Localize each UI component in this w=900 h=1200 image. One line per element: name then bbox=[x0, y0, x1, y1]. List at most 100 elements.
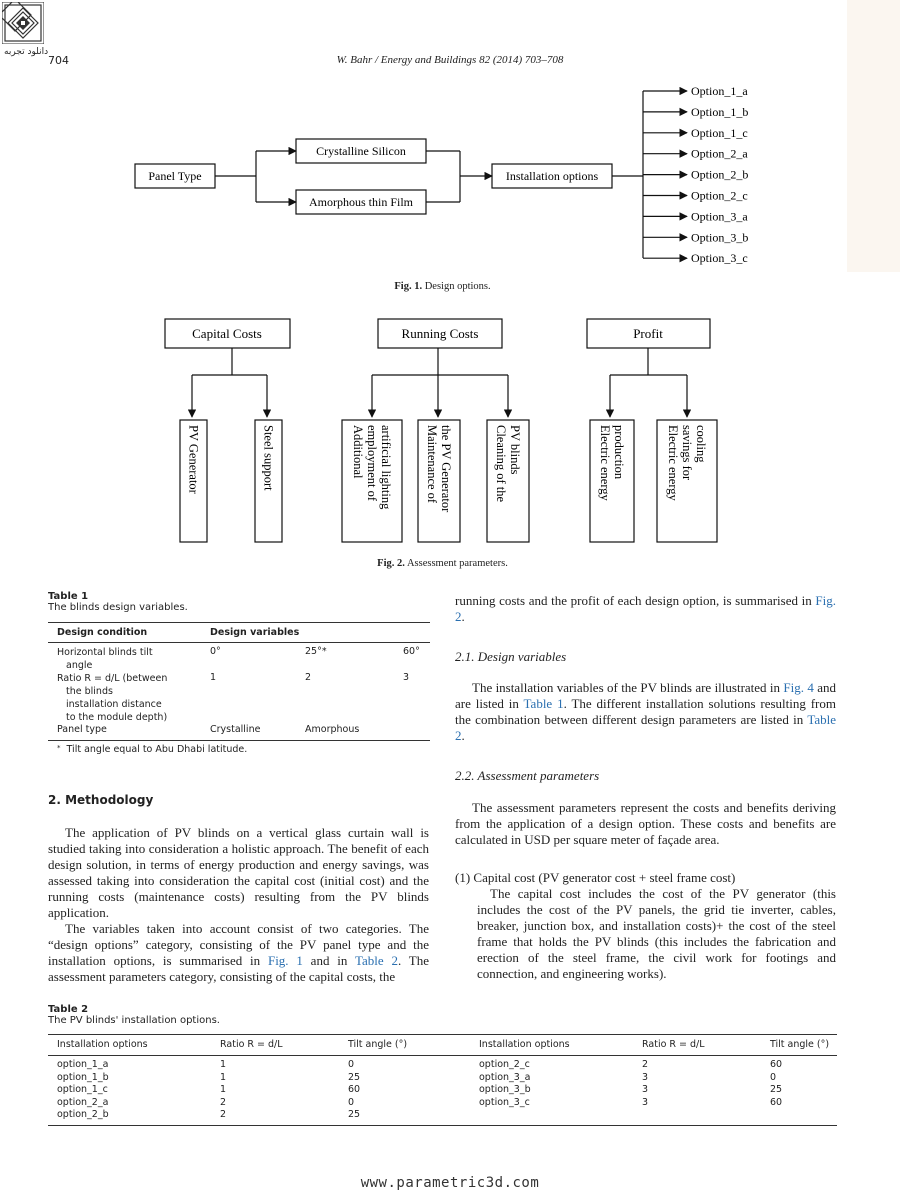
table-2-cell: 3 bbox=[642, 1096, 649, 1108]
amorphous-label: Amorphous thin Film bbox=[309, 195, 414, 209]
table-2-cell: 1 bbox=[220, 1084, 227, 1095]
assessment-paragraph: The assessment parameters represent the … bbox=[455, 800, 836, 847]
running-costs-label: Running Costs bbox=[402, 326, 479, 341]
figure-2-caption-text: Assessment parameters. bbox=[406, 558, 508, 569]
table-1-row-ratio-label-cont: to the module depth) bbox=[66, 712, 168, 723]
table-2-cell: option_2_b bbox=[57, 1109, 109, 1120]
table-2-cell: 0 bbox=[348, 1059, 355, 1070]
capital-cost-item-heading: (1) Capital cost (PV generator cost + st… bbox=[455, 870, 736, 885]
table-2-cell: 2 bbox=[220, 1109, 227, 1120]
table-1-row-ratio-label-cont: installation distance bbox=[66, 699, 162, 710]
leaf-label-line: the PV Generator bbox=[439, 425, 453, 513]
panel-type-box bbox=[134, 163, 216, 189]
leaf-label-line: employment of bbox=[365, 425, 379, 502]
table-2-cell: 25 bbox=[348, 1109, 361, 1120]
footer-url[interactable]: www.parametric3d.com bbox=[360, 1175, 540, 1191]
crystalline-label: Crystalline Silicon bbox=[316, 144, 406, 158]
option-arrows bbox=[643, 86, 688, 263]
methodology-paragraph-1: The application of PV blinds on a vertic… bbox=[48, 825, 429, 920]
table-1-top-rule bbox=[48, 622, 430, 623]
table-2-cell: 60 bbox=[348, 1084, 361, 1095]
table-2-cell: 3 bbox=[642, 1084, 649, 1095]
table-2-cell: option_1_a bbox=[57, 1059, 109, 1070]
leaf-label-line: Additional bbox=[351, 425, 365, 479]
table-2-cell: 2 bbox=[220, 1096, 227, 1108]
panel-type-label: Panel Type bbox=[148, 169, 201, 183]
option-label: Option_3_a bbox=[691, 209, 748, 223]
table-2-col-ratio-left: 1 1 1 2 2 bbox=[220, 1059, 226, 1122]
option-label: Option_1_c bbox=[691, 126, 748, 140]
table-2-cell: 25 bbox=[770, 1084, 783, 1095]
table-2-header-rule bbox=[48, 1055, 837, 1056]
table-2-cell: 1 bbox=[220, 1059, 227, 1070]
figure-1-caption-label: Fig. 1. bbox=[394, 281, 423, 292]
table-1-row-ratio-label: Ratio R = d/L (between bbox=[57, 673, 168, 684]
leaf-label-line: Steel support bbox=[262, 425, 276, 491]
option-label: Option_2_a bbox=[691, 147, 748, 161]
table-1-footnote: * Tilt angle equal to Abu Dhabi latitude… bbox=[57, 744, 248, 755]
paragraph-text: . bbox=[461, 609, 465, 624]
table-1-cell: 60° bbox=[403, 646, 420, 657]
option-label: Option_3_b bbox=[691, 230, 748, 244]
paragraph-text: and are listed in bbox=[455, 680, 837, 711]
fig-4-link[interactable]: Fig. 4 bbox=[783, 680, 814, 695]
paragraph-text: The installation variables of the PV bli… bbox=[472, 680, 784, 695]
table-2-link[interactable]: Table 2 bbox=[354, 953, 398, 968]
table-1-cell: 3 bbox=[403, 672, 410, 683]
option-label: Option_1_b bbox=[691, 105, 748, 119]
table-2-cell: option_2_a bbox=[57, 1096, 109, 1108]
table-2-bottom-rule bbox=[48, 1125, 837, 1126]
table-2-col-tilt-right: 60 0 25 60 bbox=[770, 1059, 782, 1109]
figure-1-caption-text: Design options. bbox=[424, 281, 491, 292]
profit-label: Profit bbox=[633, 326, 663, 341]
table-2-header: Ratio R = d/L bbox=[642, 1039, 705, 1050]
option-label: Option_3_c bbox=[691, 251, 748, 265]
logo-text: دانلود تجربه bbox=[4, 47, 49, 57]
table-2-subtitle: The PV blinds' installation options. bbox=[48, 1015, 220, 1026]
installation-label: Installation options bbox=[506, 169, 599, 183]
leaf-energy-savings-box bbox=[656, 419, 718, 543]
option-label: Option_2_c bbox=[691, 189, 748, 203]
leaf-label-line: artificial lighting bbox=[379, 425, 393, 510]
table-2-cell: 2 bbox=[642, 1059, 649, 1070]
paragraph-text: . bbox=[461, 728, 465, 743]
table-2-cell: 0 bbox=[770, 1071, 777, 1083]
section-heading-methodology: 2. Methodology bbox=[48, 793, 154, 807]
leaf-label-line: Electric energy bbox=[666, 425, 680, 502]
table-1-subtitle: The blinds design variables. bbox=[48, 602, 188, 613]
table-2-link[interactable]: Table 2 bbox=[455, 712, 836, 743]
figure-2-diagram: Capital Costs Running Costs Profit PV Ge… bbox=[164, 318, 718, 543]
leaf-cleaning-box bbox=[486, 419, 530, 543]
table-1-row-panel-label: Panel type bbox=[57, 724, 107, 735]
right-column-intro: running costs and the profit of each des… bbox=[455, 593, 836, 625]
figure-2-caption: Fig. 2. Assessment parameters. bbox=[0, 558, 885, 569]
assessment-parameters-text: The assessment parameters represent the … bbox=[455, 800, 836, 848]
subsection-heading-design-variables: 2.1. Design variables bbox=[455, 649, 567, 664]
table-2-cell: option_1_b bbox=[57, 1071, 109, 1083]
table-2-top-rule bbox=[48, 1034, 837, 1035]
table-2-cell: 60 bbox=[770, 1059, 783, 1070]
table-2-col-tilt-left: 0 25 60 0 25 bbox=[348, 1059, 360, 1122]
table-2-cell: 60 bbox=[770, 1096, 783, 1108]
table-1-row-tilt-label-cont: angle bbox=[66, 660, 93, 671]
paragraph-text: and in bbox=[302, 953, 355, 968]
table-2-cell: option_3_b bbox=[479, 1084, 531, 1095]
leaf-label-line: PV blinds bbox=[508, 425, 522, 475]
table-1-link[interactable]: Table 1 bbox=[523, 696, 564, 711]
table-2-cell: option_1_c bbox=[57, 1084, 108, 1095]
table-2-header: Tilt angle (°) bbox=[770, 1039, 830, 1050]
table-1-cell: 1 bbox=[210, 672, 217, 683]
fig-1-link[interactable]: Fig. 1 bbox=[267, 953, 303, 968]
paragraph-text: running costs and the profit of each des… bbox=[455, 593, 816, 608]
fig-2-link[interactable]: Fig. 2 bbox=[455, 593, 836, 624]
figure-1-diagram: Panel Type Crystalline Silicon Amorphous… bbox=[134, 84, 748, 265]
capital-costs-box bbox=[164, 318, 291, 349]
methodology-paragraph-2: The variables taken into account consist… bbox=[48, 921, 429, 985]
leaf-label-line: savings for bbox=[680, 425, 694, 481]
table-2-cell: option_3_c bbox=[479, 1096, 530, 1108]
